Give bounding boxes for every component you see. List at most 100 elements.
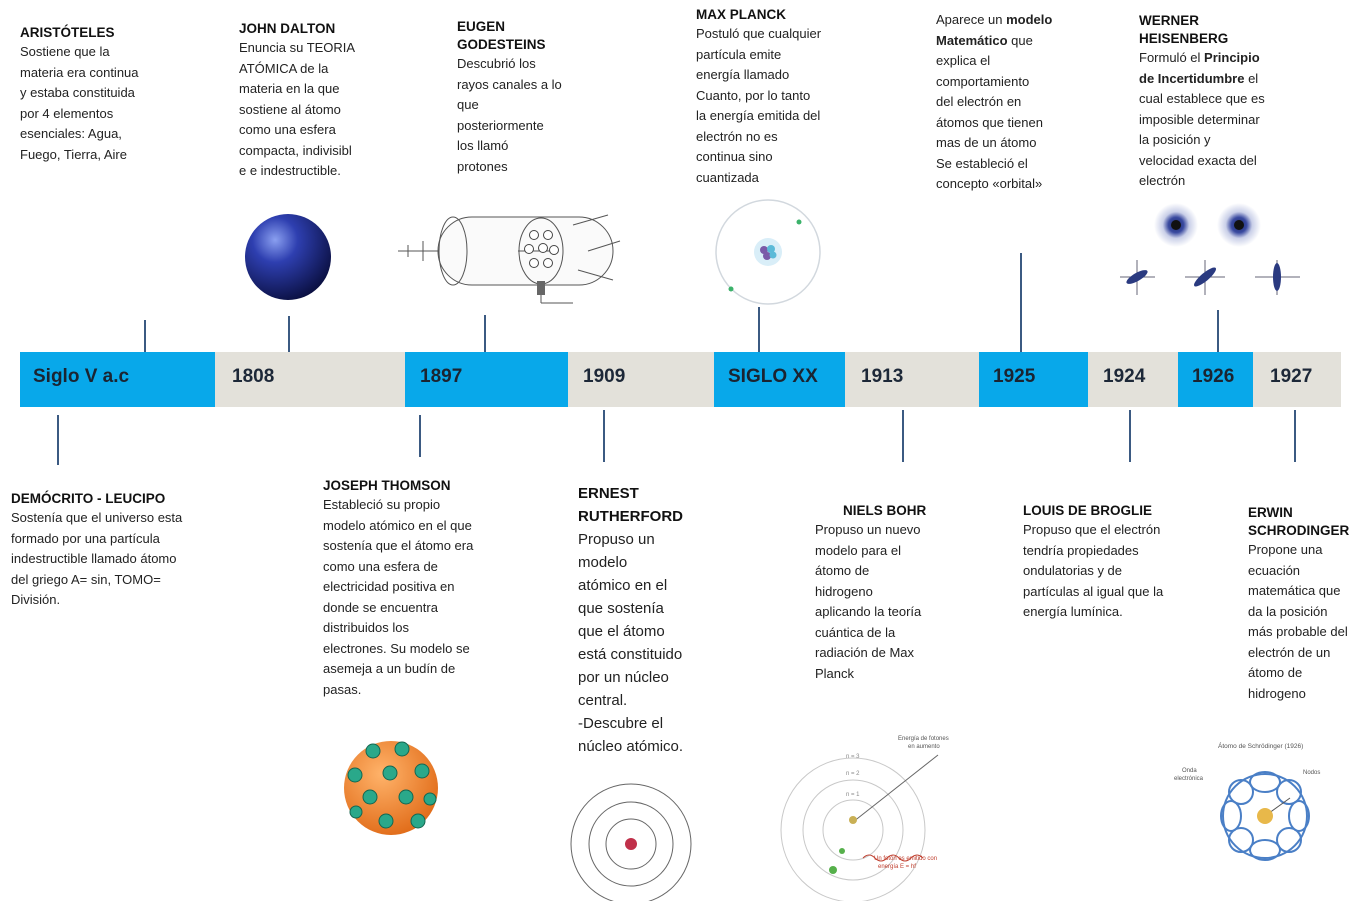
entry-planck: MAX PLANCK Postuló que cualquier partícu…: [696, 6, 866, 188]
entry-line: Cuanto, por lo tanto: [696, 87, 811, 103]
entry-line: cual establece que es: [1139, 91, 1265, 106]
entry-line: de Incertidumbre el: [1139, 70, 1259, 86]
entry-aristoteles: ARISTÓTELES Sostiene que la materia era …: [20, 24, 190, 165]
entry-line: Propuso un nuevo: [815, 522, 921, 537]
entry-line: Propuso que el electrón: [1023, 522, 1161, 537]
entry-line: Descubrió los: [457, 56, 536, 71]
entry-line: y estaba constituida: [20, 85, 135, 100]
entry-line: cuántica de la: [815, 624, 896, 640]
entry-line: Formuló el Principio: [1139, 50, 1260, 65]
entry-line: electrones. Su modelo se: [323, 640, 470, 656]
entry-line: Propone una: [1248, 542, 1323, 557]
timeline-segment-1897: [405, 352, 568, 407]
entry-line: Enuncia su TEORIA: [239, 40, 356, 55]
entry-line: los llamó: [457, 138, 509, 153]
entry-goldstein: EUGEN GODESTEINS Descubrió los rayos can…: [457, 18, 597, 177]
timeline-year: Siglo V a.c: [33, 366, 130, 387]
entry-line: esenciales: Agua,: [20, 126, 122, 141]
entry-line: que: [457, 97, 479, 112]
entry-line: radiación de Max: [815, 645, 914, 660]
timeline-segment-1926: [1178, 352, 1253, 407]
entry-line: Estableció su propio: [323, 497, 441, 512]
entry-title-line: GODESTEINS: [457, 37, 546, 52]
entry-title-line: ERNEST: [578, 485, 639, 502]
timeline-year: 1897: [420, 366, 463, 387]
entry-line: electrón: [1139, 173, 1186, 188]
entry-line: como una esfera: [239, 122, 336, 137]
entry-line: continua sino: [696, 149, 773, 164]
bohr-label-top-1: Energía de fotones: [898, 736, 949, 742]
planck-atom-illustration: [715, 199, 821, 305]
bohr-model-illustration: Energía de fotones en aumento n = 3 n = …: [780, 736, 949, 901]
timeline-year: 1926: [1192, 366, 1235, 387]
entry-line: como una esfera de: [323, 558, 438, 574]
connector-line: [902, 410, 904, 462]
entry-line: -Descubre el: [578, 715, 664, 732]
entry-line: División.: [11, 592, 61, 607]
timeline-year: SIGLO XX: [728, 366, 818, 387]
entry-line: explica el: [936, 53, 991, 68]
bohr-level-label: n = 2: [846, 771, 860, 777]
entry-line: ecuación: [1248, 562, 1301, 578]
entry-line: energía lumínica.: [1023, 604, 1123, 619]
entry-line: del electrón en: [936, 94, 1022, 109]
entry-line: átomos que tienen: [936, 114, 1043, 130]
timeline-year: 1808: [232, 366, 275, 387]
entry-line: la energía emitida del: [696, 108, 821, 123]
entry-line: posteriormente: [457, 117, 544, 133]
timeline-segment-siglo-xx: [714, 352, 845, 407]
bohr-level-label: n = 3: [846, 754, 860, 760]
entry-line: comportamiento: [936, 73, 1030, 89]
bohr-label-bottom-1: Un fotón es emitido con: [874, 856, 937, 862]
entry-line: matemática que: [1248, 583, 1341, 598]
entry-line: partículas al igual que la: [1023, 583, 1164, 599]
bohr-level-label: n = 1: [846, 792, 860, 798]
entry-line: modelo: [578, 554, 628, 571]
entry-title-line: ERWIN: [1248, 505, 1293, 520]
entry-line: cuantizada: [696, 169, 759, 185]
entry-line: electrón no es: [696, 128, 778, 144]
entry-title-line: SCHRODINGER: [1248, 523, 1350, 538]
connector-line: [1020, 253, 1022, 352]
entry-line: Matemático que: [936, 32, 1033, 48]
entry-schrodinger: ERWIN SCHRODINGER Propone una ecuación m…: [1248, 504, 1370, 704]
entry-heisenberg: WERNER HEISENBERG Formuló el Principio d…: [1139, 12, 1314, 192]
connector-line: [144, 320, 146, 352]
entry-line: Planck: [815, 665, 855, 681]
entry-line: está constituido: [578, 646, 683, 663]
schrodinger-label-left: Onda: [1182, 768, 1197, 774]
entry-line: velocidad exacta del: [1139, 152, 1257, 168]
entry-title-line: HEISENBERG: [1139, 31, 1229, 46]
entry-title: LOUIS DE BROGLIE: [1023, 503, 1153, 518]
connector-line: [1294, 410, 1296, 462]
entry-line: Sostenía que el universo esta: [11, 510, 183, 525]
entry-line: que sostenía: [578, 600, 664, 617]
dalton-sphere-illustration: [245, 214, 331, 300]
entry-line: asemeja a un budín de: [323, 661, 456, 676]
entry-line: central.: [578, 692, 628, 709]
timeline-segment-siglo-v: [20, 352, 215, 407]
entry-line: imposible determinar: [1139, 111, 1260, 127]
entry-line: del griego A= sin, TOMO=: [11, 571, 161, 587]
entry-line: la posición y: [1139, 132, 1211, 147]
entry-line: electrón de un: [1248, 644, 1331, 660]
entry-title: DEMÓCRITO - LEUCIPO: [11, 491, 166, 506]
entry-democrito: DEMÓCRITO - LEUCIPO Sostenía que el univ…: [11, 490, 236, 611]
entry-line: materia en la que: [239, 81, 340, 96]
connector-line: [484, 315, 486, 352]
timeline-year: 1909: [583, 366, 626, 387]
thomson-model-illustration: [344, 741, 438, 835]
schrodinger-title: Átomo de Schrödinger (1926): [1218, 741, 1303, 750]
timeline-segment-1925: [979, 352, 1088, 407]
entry-line: átomo de: [1248, 665, 1303, 680]
entry-title-line: EUGEN: [457, 19, 506, 34]
entry-title: MAX PLANCK: [696, 7, 786, 22]
heisenberg-orbitals-illustration: [1120, 203, 1300, 295]
schrodinger-label-left: electrónica: [1174, 776, 1204, 782]
entry-line: rayos canales a lo: [457, 76, 562, 92]
entry-line: modelo atómico en el que: [323, 517, 472, 533]
connector-line: [1129, 410, 1131, 462]
entry-dalton: JOHN DALTON Enuncia su TEORIA ATÓMICA de…: [239, 20, 399, 182]
timeline-bar: [20, 352, 1341, 407]
entry-line: modelo para el: [815, 542, 901, 558]
